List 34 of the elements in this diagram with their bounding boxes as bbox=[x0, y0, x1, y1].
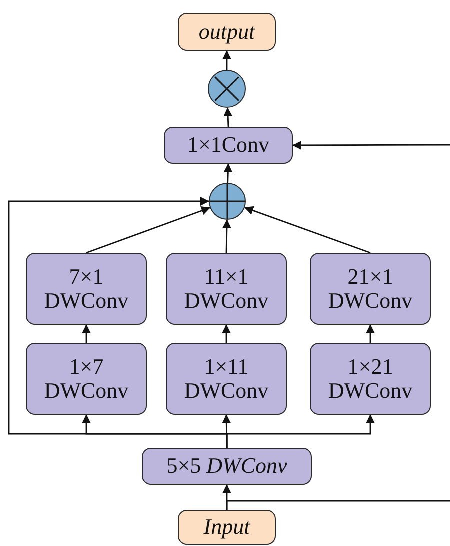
conv-block bbox=[142, 448, 312, 485]
arrow bbox=[366, 324, 375, 343]
block-label: 1×11 DWConv bbox=[183, 354, 270, 404]
add-circle bbox=[209, 183, 246, 220]
block-label: Input bbox=[204, 515, 250, 540]
block-label: 1×7 DWConv bbox=[43, 354, 130, 404]
conv-block bbox=[26, 343, 147, 415]
block-label: 5×5 DWConv bbox=[166, 454, 288, 479]
conv-block bbox=[166, 253, 287, 325]
arrow bbox=[222, 414, 232, 448]
arrow bbox=[244, 206, 371, 254]
conv-block bbox=[164, 127, 293, 164]
conv-block bbox=[166, 343, 287, 415]
arrow bbox=[224, 108, 233, 128]
arrow bbox=[222, 324, 231, 343]
block-label: 1×1Conv bbox=[187, 133, 270, 158]
conv-block bbox=[26, 253, 147, 325]
multiply-circle bbox=[208, 70, 246, 108]
io-block bbox=[178, 510, 276, 545]
conv-block bbox=[310, 343, 431, 415]
arrow bbox=[222, 220, 232, 254]
block-label: 7×1 DWConv bbox=[43, 264, 130, 314]
block-label: 21×1 DWConv bbox=[327, 264, 414, 314]
arrow bbox=[224, 164, 233, 184]
conv-block bbox=[310, 253, 431, 325]
arrow bbox=[222, 50, 232, 70]
block-label: 11×1 DWConv bbox=[183, 264, 270, 314]
arrow bbox=[82, 324, 91, 343]
arrow bbox=[8, 197, 228, 448]
arrow bbox=[86, 206, 211, 254]
arrow bbox=[292, 140, 450, 150]
block-label: output bbox=[198, 20, 256, 44]
block-label: 1×21 DWConv bbox=[327, 354, 414, 404]
io-block bbox=[178, 13, 276, 51]
